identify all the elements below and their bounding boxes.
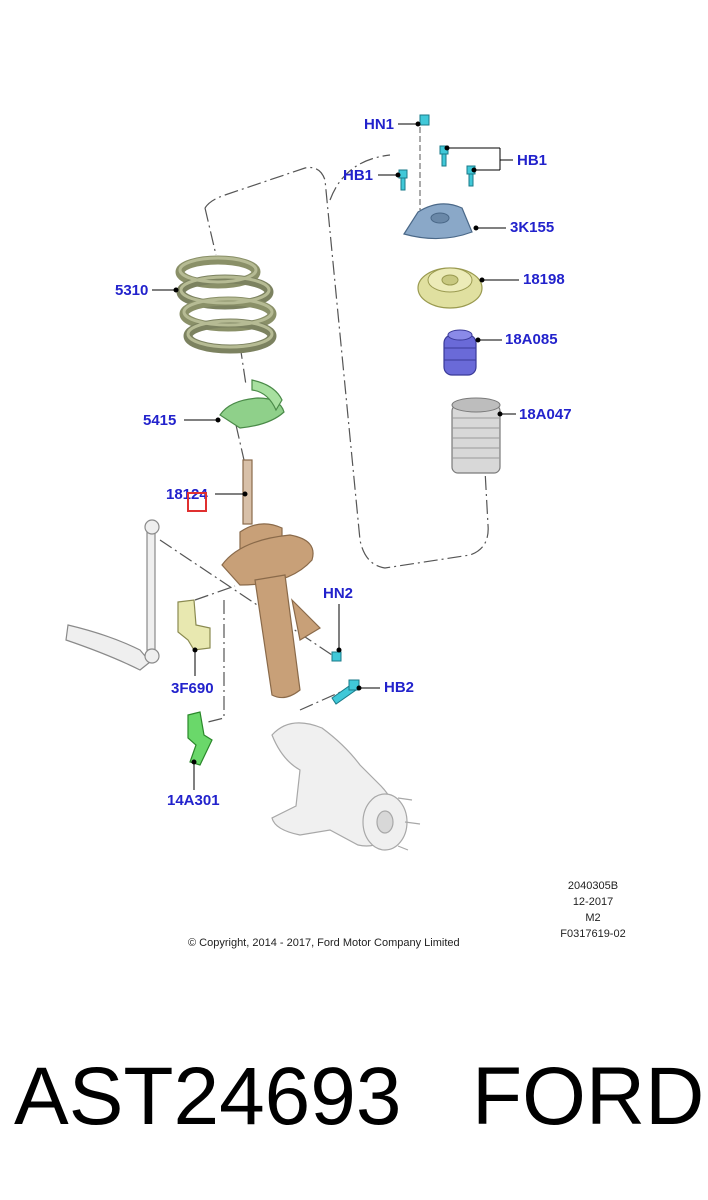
callout-3k155: 3K155 (510, 219, 555, 236)
callout-18198: 18198 (523, 271, 565, 288)
assembly-outline-left (204, 207, 217, 256)
callout-5310: 5310 (115, 282, 149, 299)
figure-model: M2 (585, 912, 601, 924)
steering-knuckle (271, 722, 421, 851)
fasteners (331, 114, 476, 705)
highlight-box (187, 492, 207, 512)
figure-id: F0317619-02 (560, 928, 626, 940)
bearing (417, 267, 483, 309)
part-number: AST24693 (14, 1051, 402, 1142)
stabilizer-bar (65, 519, 160, 671)
abs-bracket (177, 599, 211, 651)
brake-hose-bracket (187, 711, 213, 766)
spring-seat (219, 379, 285, 429)
callout-14a301: 14A301 (167, 792, 220, 809)
leader-lines (152, 121, 519, 790)
copyright-notice: © Copyright, 2014 - 2017, Ford Motor Com… (188, 937, 460, 949)
assembly-outline (204, 166, 489, 569)
callout-18124: 18124 (166, 486, 208, 503)
nut-hn1 (419, 114, 430, 126)
callout-3f690: 3F690 (171, 680, 214, 697)
nut-hn2 (331, 651, 342, 662)
callout-18a047: 18A047 (519, 406, 572, 423)
dust-boot (451, 397, 501, 474)
callout-hn2: HN2 (323, 585, 354, 602)
strut-assembly (221, 459, 321, 699)
callout-18a085: 18A085 (505, 331, 558, 348)
callout-5415: 5415 (143, 412, 177, 429)
figure-code: 2040305B (567, 880, 619, 892)
callout-hb1-right: HB1 (517, 152, 548, 169)
callout-hb1-left: HB1 (343, 167, 374, 184)
top-mount (403, 203, 473, 240)
bump-stop (443, 329, 477, 376)
callout-hb2: HB2 (384, 679, 415, 696)
brand-name: FORD (472, 1051, 705, 1142)
callout-hn1: HN1 (364, 116, 395, 133)
exploded-parts-diagram (65, 114, 519, 851)
figure-date: 12-2017 (572, 896, 614, 908)
assembly-outline-upper (329, 154, 391, 201)
